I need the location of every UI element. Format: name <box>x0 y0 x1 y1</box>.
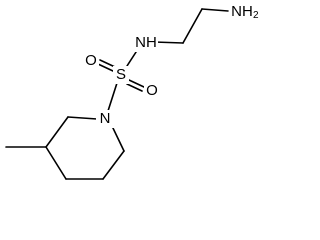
atom-oxygen-left-label: O <box>85 52 97 69</box>
atom-sulfonamide-nh: NH <box>134 34 158 52</box>
ring-bond-c2-c3 <box>102 150 125 180</box>
atom-ring-nitrogen-label: N <box>100 110 111 127</box>
atom-amine-subscript: 2 <box>253 10 259 21</box>
bond-sulfur-oxygen-left-a <box>99 59 116 68</box>
bond-sulfur-oxygen-right-b <box>126 83 143 92</box>
bond-amine-ch2 <box>201 8 229 12</box>
ring-bond-n-c2 <box>111 125 125 152</box>
bond-layer <box>5 8 229 180</box>
ring-bond-c5-c6 <box>45 116 69 148</box>
bond-sulfur-oxygen-right-a <box>128 79 145 88</box>
bond-ch2-sulfonamide-nh <box>153 41 184 44</box>
atom-oxygen-left: O <box>83 52 99 70</box>
atom-sulfur: S <box>113 66 129 84</box>
atom-ring-nitrogen: N <box>96 110 114 128</box>
ring-bond-c4-c5 <box>45 146 67 180</box>
bond-ch2-ch2 <box>182 8 203 44</box>
chemical-structure-diagram: NH 2 NH O S O N <box>5 2 265 180</box>
ring-bond-c6-n <box>67 116 98 120</box>
atom-amine-label: NH <box>231 3 253 20</box>
atom-oxygen-right: O <box>144 82 160 100</box>
bond-sulfur-ring-nitrogen <box>107 82 118 112</box>
atom-sulfonamide-nh-label: NH <box>135 34 157 51</box>
bond-sulfur-oxygen-left-b <box>97 63 114 72</box>
atom-amine: NH 2 <box>229 2 265 21</box>
atom-sulfur-label: S <box>116 66 126 83</box>
atom-label-layer: NH 2 NH O S O N <box>83 2 265 128</box>
atom-oxygen-right-label: O <box>146 82 158 99</box>
